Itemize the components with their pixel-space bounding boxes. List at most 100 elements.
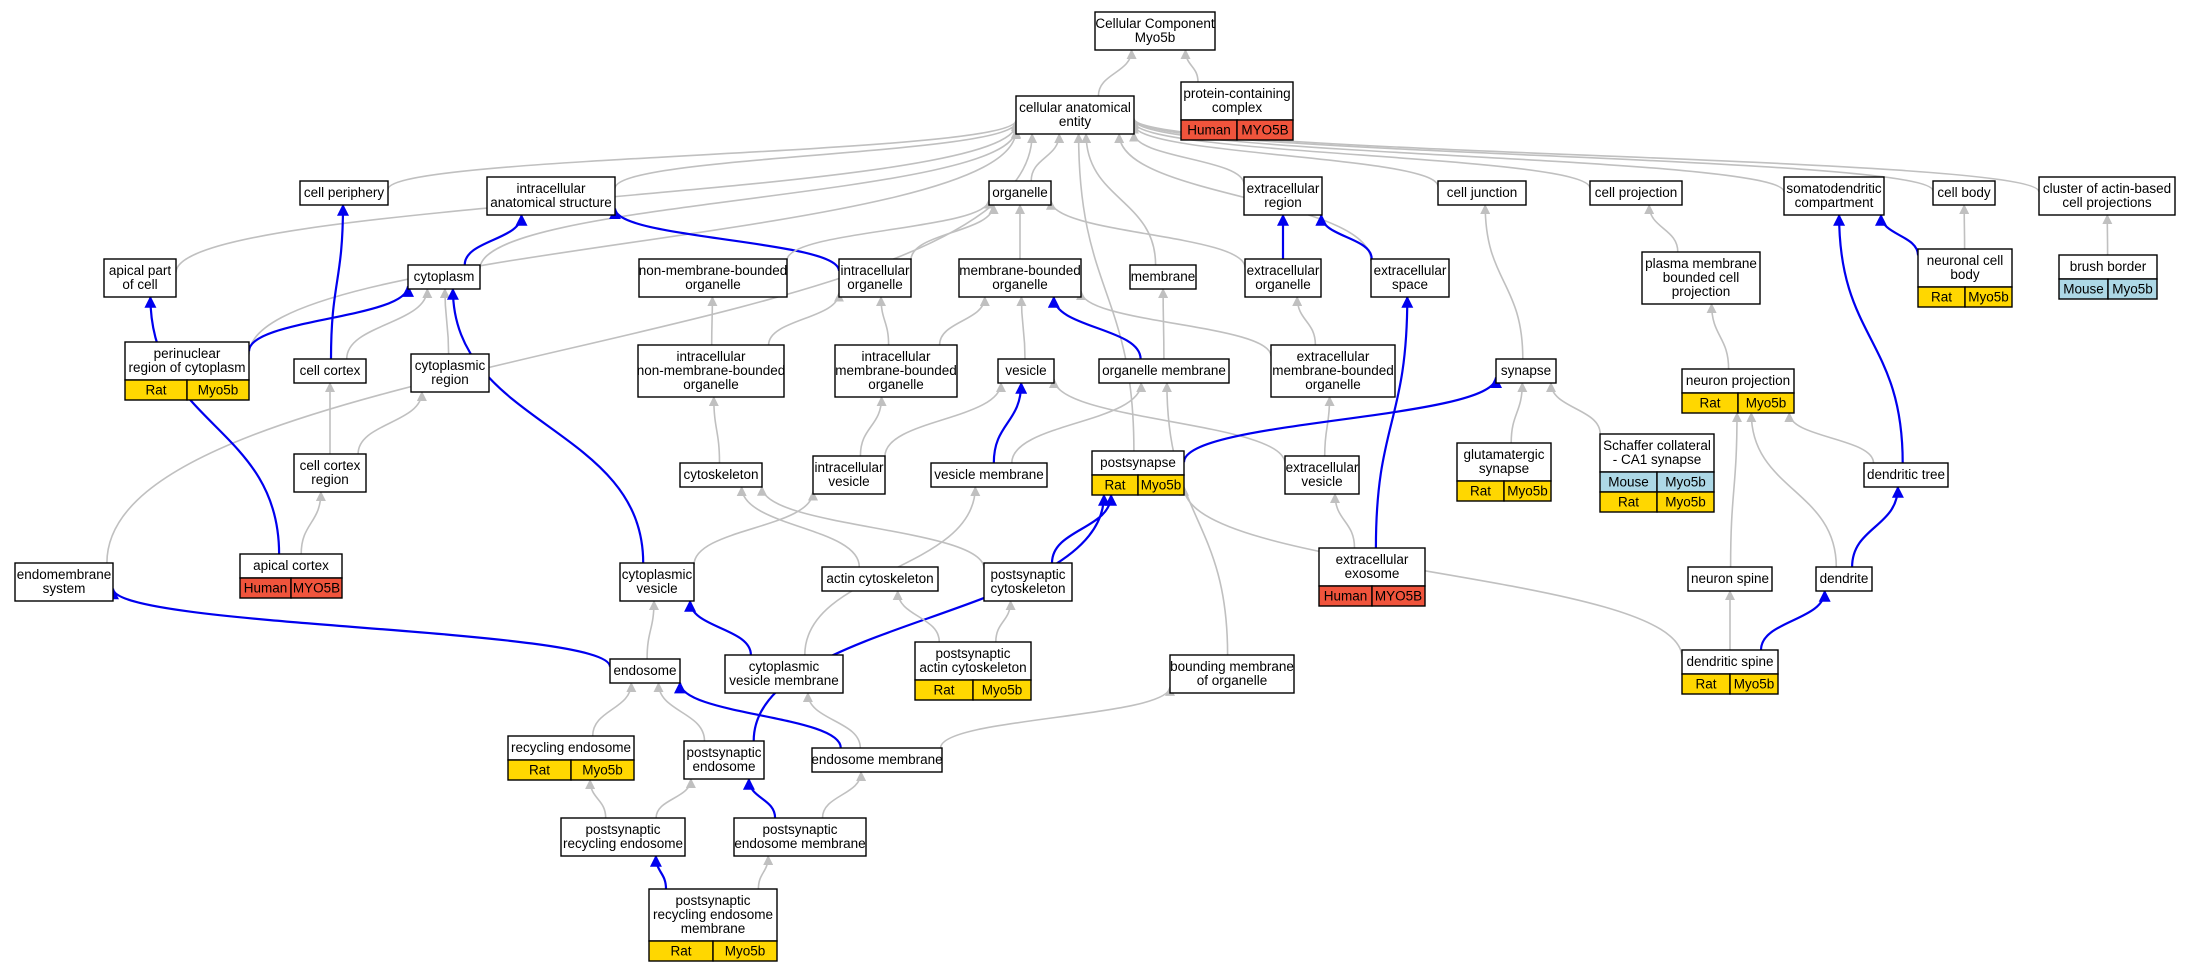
node-label: glutamatergic bbox=[1463, 447, 1544, 462]
node-acs[interactable]: actin cytoskeleton bbox=[821, 566, 939, 592]
node-org[interactable]: organelle bbox=[988, 180, 1052, 206]
node-label: postsynaptic bbox=[675, 893, 750, 908]
node-ves[interactable]: vesicle bbox=[997, 358, 1055, 384]
node-label: protein-containing bbox=[1183, 86, 1290, 101]
node-box bbox=[1641, 251, 1761, 305]
edge-imbo-to-io bbox=[876, 296, 890, 346]
edge-vm-to-orgm bbox=[1011, 382, 1147, 464]
node-box bbox=[299, 180, 389, 206]
node-cytsk[interactable]: cytoskeleton bbox=[679, 462, 763, 488]
node-syn[interactable]: synapse bbox=[1495, 358, 1557, 384]
node-label: postsynaptic bbox=[990, 567, 1065, 582]
gene-cell bbox=[712, 940, 778, 962]
node-cyto[interactable]: cytoplasm bbox=[407, 264, 481, 290]
node-label: - CA1 synapse bbox=[1613, 452, 1702, 467]
edge-em-to-bmo bbox=[939, 685, 1175, 749]
edge-apcx-to-apc bbox=[144, 295, 281, 555]
node-cproj[interactable]: cell projection bbox=[1589, 180, 1683, 206]
edge-nmbo-to-org bbox=[786, 198, 994, 261]
edge-pacs-to-acs bbox=[892, 590, 941, 643]
node-endo[interactable]: endosome bbox=[609, 658, 681, 684]
gene-label: Myo5b bbox=[1665, 495, 1706, 510]
node-box bbox=[1599, 433, 1715, 473]
node-label: cell junction bbox=[1447, 185, 1518, 200]
gene-cell bbox=[186, 379, 250, 401]
node-vm[interactable]: vesicle membrane bbox=[930, 462, 1048, 488]
edge-org-to-cae bbox=[1030, 133, 1065, 182]
gene-label: Myo5b bbox=[1734, 677, 1775, 692]
node-box bbox=[983, 562, 1073, 602]
node-ccor[interactable]: cell cortex bbox=[293, 358, 367, 384]
node-em[interactable]: endosome membrane bbox=[811, 747, 943, 773]
gene-label: Myo5b bbox=[725, 944, 766, 959]
node-den[interactable]: dendrite bbox=[1815, 566, 1873, 592]
node-inmbo[interactable]: intracellularnon-membrane-boundedorganel… bbox=[637, 344, 786, 398]
node-nsp[interactable]: neuron spine bbox=[1687, 566, 1773, 592]
node-label: vesicle bbox=[636, 581, 677, 596]
edge-psrem-to-psem bbox=[757, 855, 774, 890]
edge-sca1-to-syn bbox=[1546, 382, 1601, 435]
node-cj[interactable]: cell junction bbox=[1437, 180, 1527, 206]
node-memb[interactable]: membrane bbox=[1129, 264, 1197, 290]
node-label: apical cortex bbox=[253, 558, 329, 573]
node-box bbox=[1783, 176, 1885, 216]
node-box bbox=[958, 258, 1082, 298]
gene-label: Myo5b bbox=[1141, 478, 1182, 493]
node-box bbox=[609, 658, 681, 684]
node-cb[interactable]: cell body bbox=[1932, 180, 1996, 206]
node-cper[interactable]: cell periphery bbox=[299, 180, 389, 206]
node-dt[interactable]: dendritic tree bbox=[1863, 462, 1949, 488]
node-label: organelle bbox=[992, 185, 1048, 200]
node-box bbox=[997, 358, 1055, 384]
node-label: cytoplasm bbox=[414, 269, 475, 284]
node-orgm[interactable]: organelle membrane bbox=[1098, 358, 1230, 384]
node-box bbox=[683, 740, 765, 780]
node-box bbox=[1318, 547, 1426, 587]
edge-prc-to-cyto bbox=[247, 284, 414, 352]
node-label: intracellular bbox=[676, 349, 746, 364]
node-label: anatomical structure bbox=[490, 195, 612, 210]
